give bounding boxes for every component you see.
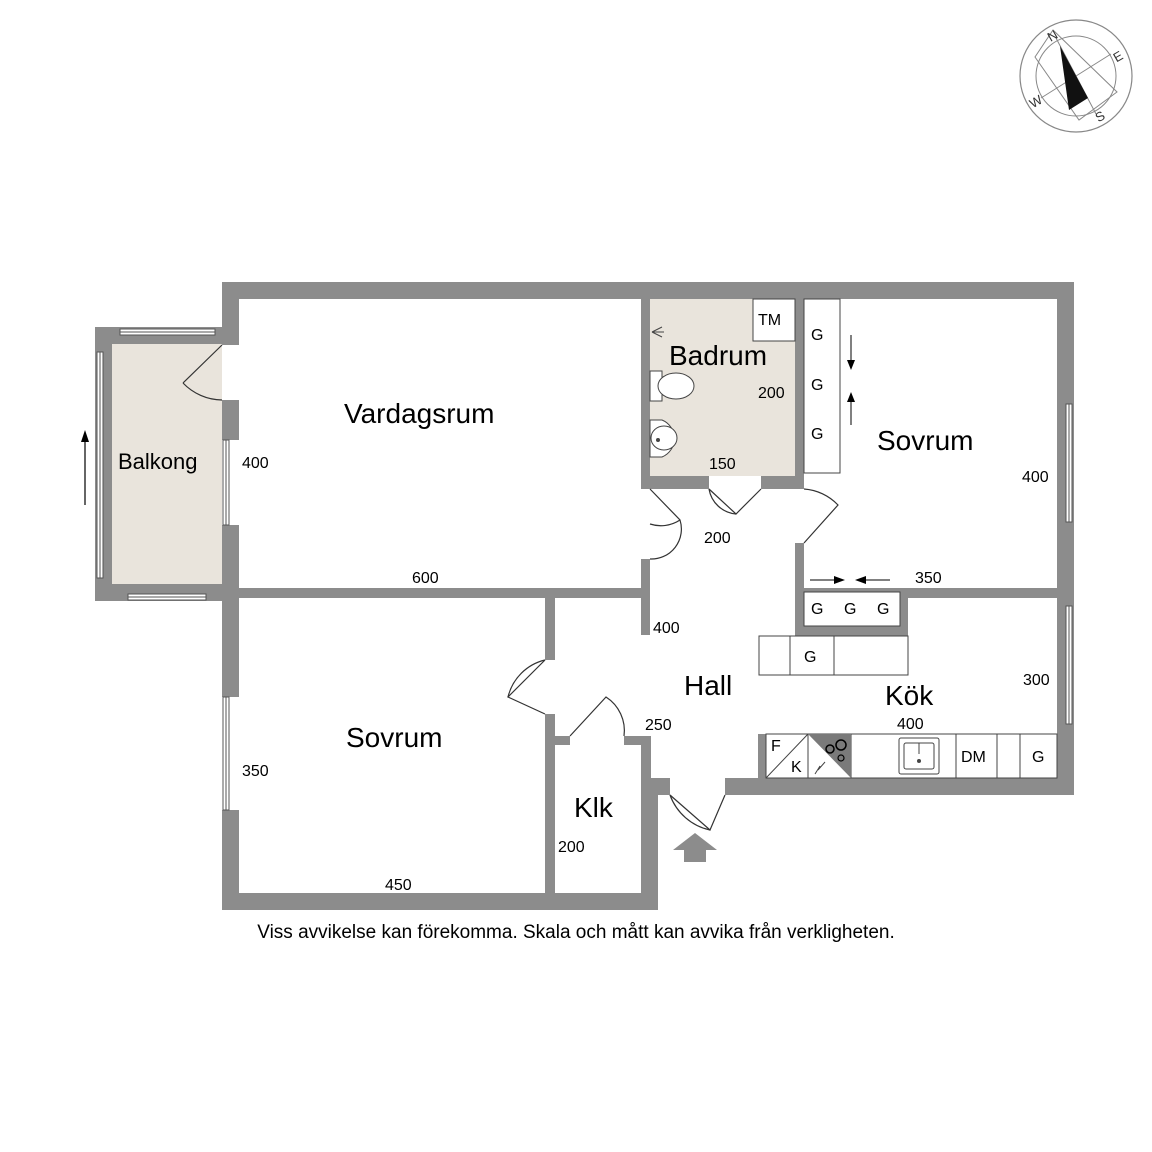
kitchen-cabinet-label: G <box>1032 749 1044 766</box>
arrow-right-icon <box>834 576 845 584</box>
dim-klk-height: 200 <box>558 839 585 856</box>
room-sovrum-west-label: Sovrum <box>346 722 442 753</box>
wardrobe-label-2: G <box>811 377 823 394</box>
compass-needle <box>1060 46 1088 110</box>
toilet-icon <box>649 370 695 402</box>
shower-icon <box>651 326 664 338</box>
dim-hall-width: 400 <box>653 620 680 637</box>
wardrobe-row: G G G <box>803 576 901 627</box>
wardrobe-row-label-2: G <box>844 601 856 618</box>
room-hall-label: Hall <box>684 670 732 701</box>
tm-label: TM <box>758 312 781 329</box>
stove-icon <box>808 734 851 778</box>
wardrobe-label-3: G <box>811 426 823 443</box>
compass-e-label: E <box>1111 48 1126 65</box>
oven-icon <box>814 761 826 775</box>
compass-s-label: S <box>1093 108 1108 125</box>
room-kok-label: Kök <box>885 680 934 711</box>
disclaimer-text: Viss avvikelse kan förekomma. Skala och … <box>257 922 895 943</box>
arrow-left-icon <box>855 576 866 584</box>
balkong-floor <box>112 344 222 584</box>
dim-kok-height: 300 <box>1023 672 1050 689</box>
wardrobe-row-label-1: G <box>811 601 823 618</box>
windows <box>96 328 1073 811</box>
arrow-up-icon <box>847 392 855 402</box>
dim-vardagsrum-width: 600 <box>412 570 439 587</box>
entrance-arrow-icon <box>673 833 717 862</box>
balkong-arrow-icon <box>81 430 89 505</box>
arrow-down-icon <box>847 360 855 370</box>
freezer-label: K <box>791 759 802 776</box>
kitchen-sink-icon <box>898 737 940 775</box>
dim-sovrum-east-height: 400 <box>1022 469 1049 486</box>
kitchen-counter: F K DM G <box>765 733 1058 779</box>
room-sovrum-east-label: Sovrum <box>877 425 973 456</box>
hall-wardrobe: G <box>758 635 909 676</box>
dim-hall-door: 200 <box>704 530 731 547</box>
dim-sovrum-west-height: 350 <box>242 763 269 780</box>
room-vardagsrum-label: Vardagsrum <box>344 398 494 429</box>
dim-hall-lower: 250 <box>645 717 672 734</box>
hall-wardrobe-label: G <box>804 649 816 666</box>
dishwasher-label: DM <box>961 749 986 766</box>
room-balkong-label: Balkong <box>118 449 198 474</box>
fridge-label: F <box>771 738 781 755</box>
badrum-fixtures: TM <box>649 298 796 458</box>
sink-icon <box>649 419 678 458</box>
doors <box>182 344 839 831</box>
room-klk-label: Klk <box>574 792 614 823</box>
wardrobe-row-label-3: G <box>877 601 889 618</box>
dim-sovrum-east-width: 350 <box>915 570 942 587</box>
room-badrum-label: Badrum <box>669 340 767 371</box>
dim-badrum-width: 150 <box>709 456 736 473</box>
wardrobe-label-1: G <box>811 327 823 344</box>
dim-balkong-width: 400 <box>242 455 269 472</box>
dim-kok-width: 400 <box>897 716 924 733</box>
compass-rose: N E S W <box>1019 19 1133 133</box>
dim-sovrum-west-width: 450 <box>385 877 412 894</box>
wardrobe-column: G G G <box>803 298 855 474</box>
dim-badrum-height: 200 <box>758 385 785 402</box>
